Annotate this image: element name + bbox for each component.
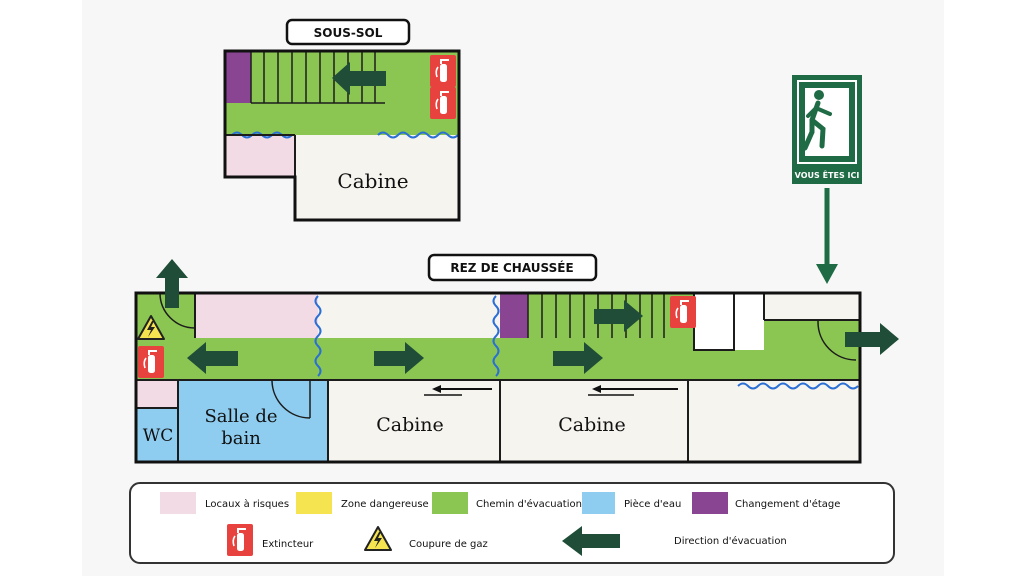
- bathroom-label-line1: Salle de: [204, 406, 277, 427]
- legend-direction-label: Direction d'évacuation: [674, 535, 787, 547]
- evac-arrow-exit-icon: [845, 323, 899, 355]
- legend-item-water-room: Pièce d'eau: [582, 492, 681, 514]
- you-are-here-label: VOUS ÊTES ICI: [795, 169, 860, 180]
- legend-water-label: Pièce d'eau: [624, 498, 681, 510]
- basement-title: SOUS-SOL: [314, 26, 383, 40]
- legend-extinguisher-label: Extincteur: [262, 539, 314, 550]
- risk-swatch: [160, 492, 196, 514]
- legend-item-evacuation-direction: Direction d'évacuation: [562, 526, 787, 556]
- ground-extinguisher-icon-2: [137, 345, 165, 379]
- floor-change-swatch: [692, 492, 728, 514]
- basement-outline: [223, 49, 461, 222]
- basement-evacuation-zone: [225, 51, 459, 135]
- evac-arrow-east-1-icon: [374, 342, 424, 374]
- ground-outline: [134, 291, 862, 464]
- north-door: [159, 292, 196, 329]
- ground-title: REZ DE CHAUSSÉE: [450, 260, 573, 275]
- ground-floor: REZ DE CHAUSSÉE: [134, 253, 899, 464]
- you-are-here-arrow-icon: [816, 264, 838, 284]
- legend-evacuation-label: Chemin d'évacuation: [476, 498, 582, 510]
- legend-item-evacuation-path: Chemin d'évacuation: [432, 492, 582, 514]
- basement-title-label: SOUS-SOL: [285, 18, 411, 46]
- exit-sign: VOUS ÊTES ICI: [792, 75, 862, 284]
- bathroom-room: [178, 380, 328, 462]
- ground-extinguisher-icon-1: [669, 295, 697, 329]
- bathroom-door: [271, 379, 311, 419]
- evac-arrow-stairs-icon: [594, 300, 643, 332]
- legend-item-extinguisher: Extincteur: [226, 523, 314, 557]
- basement-cabin-label: Cabine: [337, 169, 408, 193]
- basement-extinguisher-icon-2: [429, 86, 457, 120]
- evac-arrow-west-icon: [187, 342, 238, 374]
- ground-walls: [136, 293, 860, 462]
- legend: Locaux à risques Zone dangereuse Chemin …: [129, 482, 895, 564]
- basement-risk-area: [225, 135, 295, 177]
- basement-extinguisher-icon-1: [429, 54, 457, 88]
- legend-gas-cutoff-label: Coupure de gaz: [409, 539, 488, 550]
- legend-floor-change-label: Changement d'étage: [735, 498, 840, 510]
- evacuation-swatch: [432, 492, 468, 514]
- risk-area-1: [195, 293, 318, 338]
- legend-item-danger-zone: Zone dangereuse: [296, 492, 429, 514]
- legend-item-risk-areas: Locaux à risques: [160, 492, 289, 514]
- exit-door: [817, 320, 857, 361]
- legend-extinguisher-icon: [226, 523, 254, 557]
- ground-evacuation-east: [764, 320, 860, 380]
- danger-swatch: [296, 492, 332, 514]
- water-swatch: [582, 492, 615, 514]
- ground-title-label: REZ DE CHAUSSÉE: [427, 253, 598, 282]
- basement-floor-change: [225, 51, 251, 103]
- legend-item-gas-cutoff: Coupure de gaz: [364, 526, 488, 551]
- legend-item-floor-change: Changement d'étage: [692, 492, 840, 514]
- basement-floor: SOUS-SOL Cabine: [223, 18, 461, 222]
- wc-room: [136, 408, 178, 462]
- evac-arrow-north-icon: [156, 259, 188, 308]
- cabin-2-label: Cabine: [558, 414, 626, 436]
- legend-evacuation-arrow-icon: [562, 526, 620, 556]
- risk-area-2: [136, 380, 178, 408]
- evac-arrow-east-2-icon: [553, 342, 603, 374]
- legend-risk-label: Locaux à risques: [205, 498, 289, 510]
- bathroom-label-line2: bain: [221, 428, 261, 449]
- cabin-direction-arrows: [424, 385, 678, 396]
- basement-evacuation-arrow-icon: [332, 62, 386, 95]
- wc-label: WC: [143, 426, 173, 446]
- basement-cabin-room: [295, 135, 459, 220]
- running-man-icon: [802, 90, 832, 151]
- ground-small-room: [694, 293, 764, 350]
- cabin-1-label: Cabine: [376, 414, 444, 436]
- legend-danger-label: Zone dangereuse: [341, 499, 429, 510]
- ground-floor-change: [500, 293, 528, 338]
